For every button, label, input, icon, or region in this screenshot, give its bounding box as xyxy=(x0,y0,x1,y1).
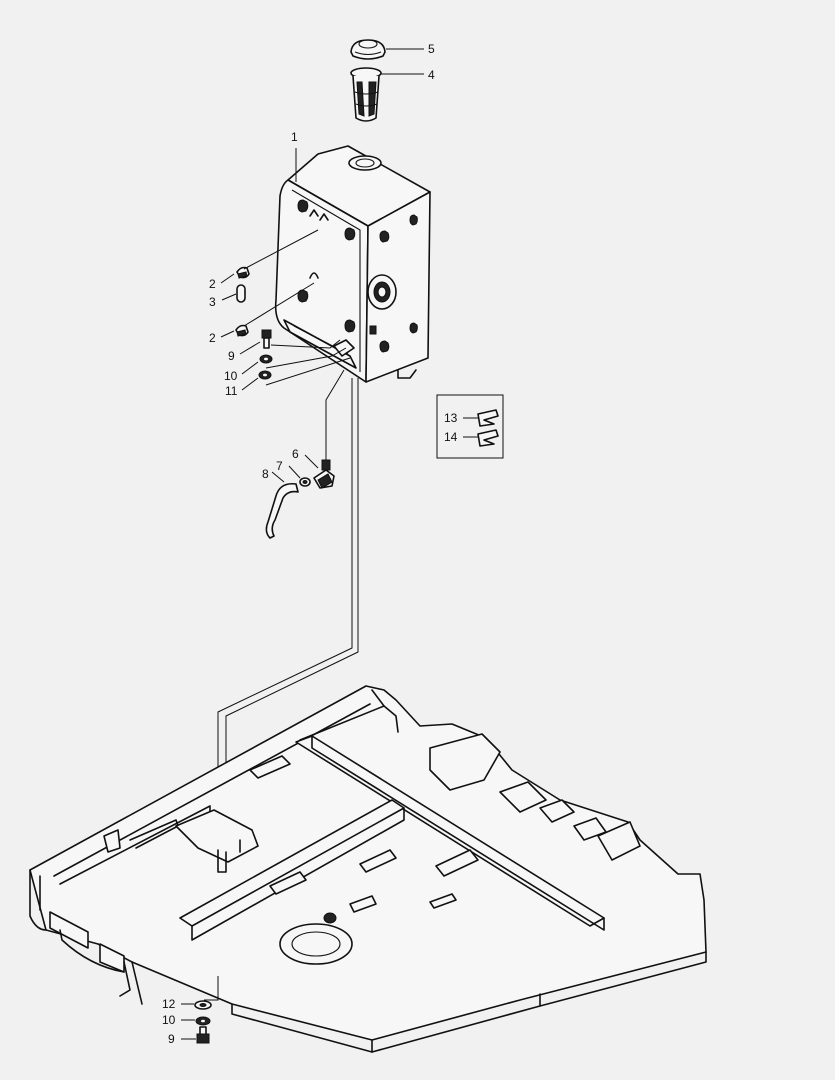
callout-1: 1 xyxy=(291,130,298,144)
fuel-tank xyxy=(274,145,431,383)
callout-9-lower: 9 xyxy=(168,1032,175,1046)
hose-clamp-lower xyxy=(235,324,249,337)
callout-8: 8 xyxy=(262,467,269,481)
callout-13: 13 xyxy=(444,411,458,425)
callout-2-lower: 2 xyxy=(209,331,216,345)
callout-11: 11 xyxy=(225,384,238,398)
inset-box xyxy=(436,394,504,459)
drain-valve xyxy=(313,459,335,489)
seal-washer xyxy=(299,477,311,487)
hose-short xyxy=(236,284,246,303)
callout-6: 6 xyxy=(292,447,299,461)
callout-2-upper: 2 xyxy=(209,277,216,291)
washer-upper xyxy=(259,354,273,364)
callout-14: 14 xyxy=(444,430,458,444)
callout-9-upper: 9 xyxy=(228,349,235,363)
bolt-upper xyxy=(261,329,272,349)
callout-4: 4 xyxy=(428,68,435,82)
drain-hose xyxy=(265,482,299,539)
spacer-lower xyxy=(194,1000,212,1010)
callout-5: 5 xyxy=(428,42,435,56)
machine-frame xyxy=(29,685,707,1053)
callout-12: 12 xyxy=(162,997,176,1011)
washer-lower xyxy=(195,1016,211,1026)
callout-10-lower: 10 xyxy=(162,1013,176,1027)
tank-cap xyxy=(350,39,386,60)
callout-3: 3 xyxy=(209,295,216,309)
fill-strainer xyxy=(350,67,382,122)
hose-clamp-upper xyxy=(236,266,250,279)
spacer-upper xyxy=(258,370,272,380)
callout-7: 7 xyxy=(276,459,283,473)
callout-leaders xyxy=(181,48,478,1040)
bolt-lower xyxy=(196,1026,210,1044)
callout-10-upper: 10 xyxy=(224,369,238,383)
